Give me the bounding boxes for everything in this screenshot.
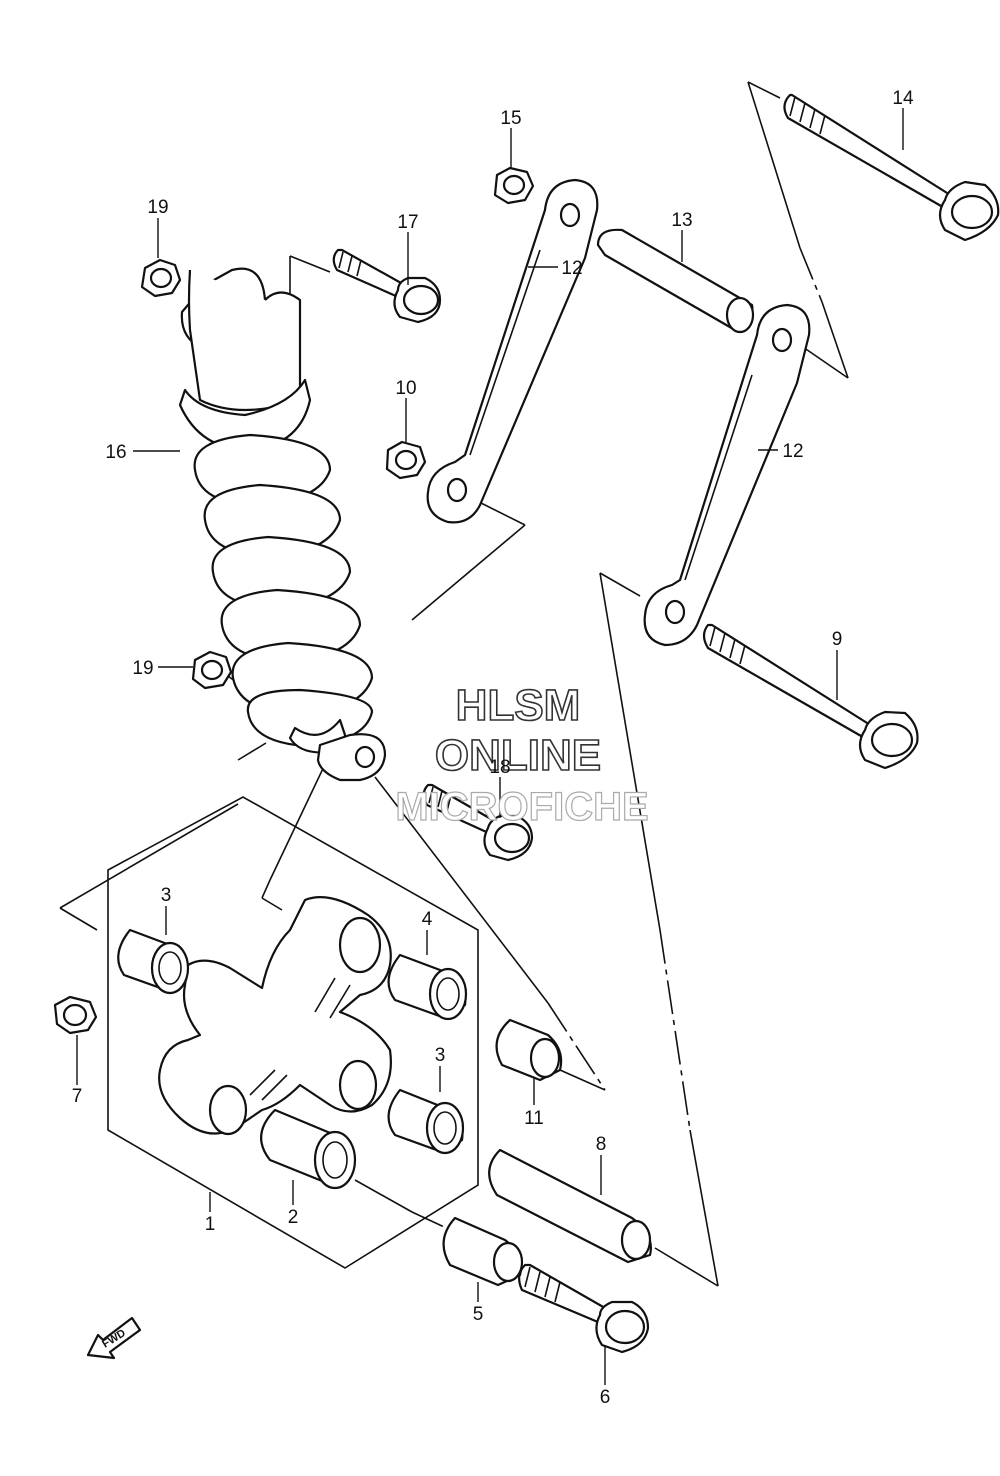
nut-19-lower [191, 650, 233, 690]
callout-16: 16 [105, 442, 126, 463]
nut-19-upper [140, 258, 182, 298]
watermark-line-2: ONLINE [435, 731, 601, 780]
callout-12-right: 12 [782, 441, 803, 462]
bolt-18 [422, 783, 534, 862]
watermark: HLSM ONLINE MICROFICHE [395, 680, 650, 829]
callout-6: 6 [600, 1387, 611, 1408]
callout-9: 9 [832, 629, 843, 650]
bolt-17 [332, 248, 442, 324]
spacer-8 [488, 1148, 652, 1264]
callout-10: 10 [395, 378, 416, 399]
bolt-6 [518, 1263, 650, 1354]
bearing-3-lower [387, 1088, 465, 1155]
watermark-line-3: MICROFICHE [395, 785, 648, 829]
bolt-9 [702, 623, 919, 770]
callout-19-upper: 19 [147, 197, 168, 218]
bearing-2 [260, 1108, 357, 1190]
spacer-11 [495, 1018, 563, 1082]
callout-12-left: 12 [561, 258, 582, 279]
spacer-13 [596, 228, 755, 334]
callout-1: 1 [205, 1214, 216, 1235]
forward-direction-arrow: FWD [86, 1316, 142, 1360]
cushion-lever [158, 896, 392, 1136]
callout-7: 7 [72, 1086, 83, 1107]
callout-4: 4 [422, 909, 433, 930]
callout-14: 14 [892, 88, 914, 109]
callout-3-upper: 3 [161, 885, 172, 906]
bolt-14 [783, 93, 1000, 242]
callout-leader-lines [76, 108, 904, 1385]
callout-8: 8 [596, 1134, 607, 1155]
callout-numbers: 14 15 19 17 13 12 10 12 16 9 19 18 3 4 3… [72, 88, 914, 1408]
callout-2: 2 [288, 1207, 299, 1228]
nut-7 [53, 995, 98, 1035]
cushion-rod-right [643, 303, 811, 647]
callout-5: 5 [473, 1304, 484, 1325]
callout-15: 15 [500, 108, 521, 129]
spacer-5 [442, 1216, 524, 1287]
callout-3-lower: 3 [435, 1045, 446, 1066]
nut-10 [385, 440, 427, 480]
rear-shock-absorber [178, 267, 387, 782]
callout-19-lower: 19 [132, 658, 153, 679]
nut-15 [493, 166, 535, 205]
callout-13: 13 [671, 210, 692, 231]
bearing-3-upper [117, 928, 190, 995]
cushion-rod-left [426, 178, 599, 524]
watermark-line-1: HLSM [456, 681, 581, 730]
bearing-4 [387, 953, 468, 1021]
callout-11: 11 [524, 1108, 544, 1129]
callout-17: 17 [397, 212, 418, 233]
callout-18: 18 [489, 757, 510, 778]
